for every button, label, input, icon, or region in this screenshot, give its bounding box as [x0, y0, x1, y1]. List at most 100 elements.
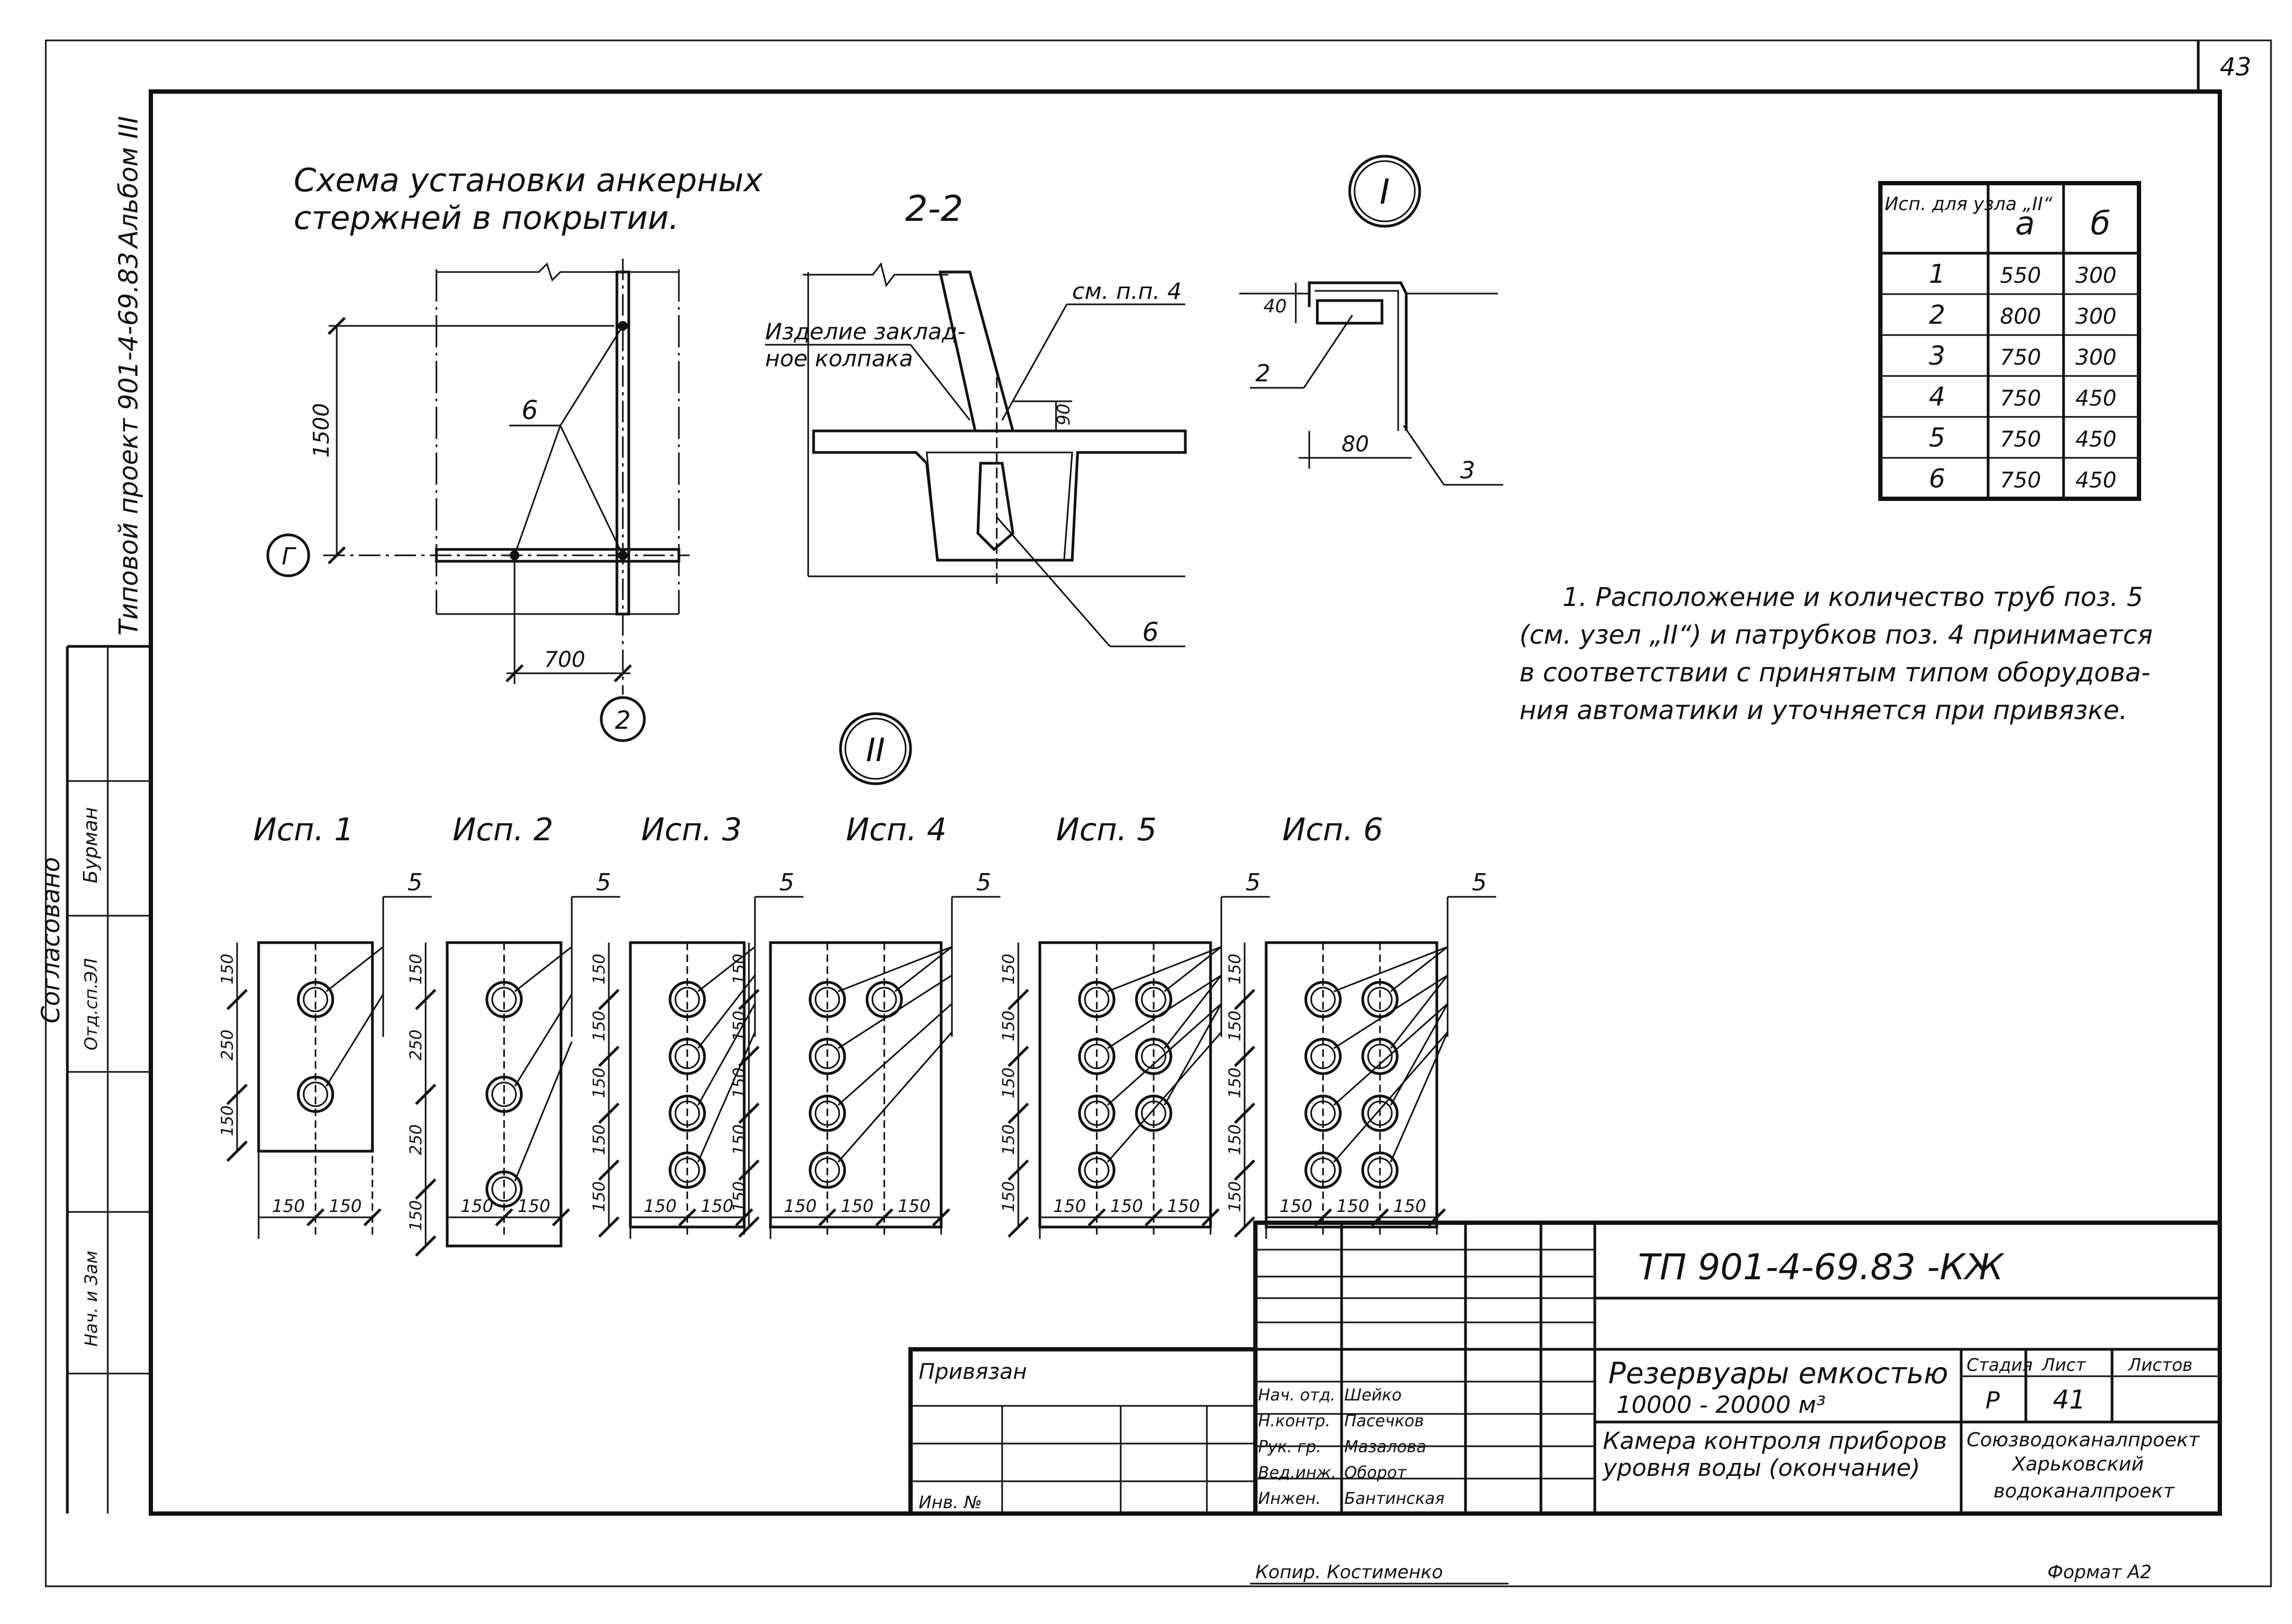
dim-h: 150: [517, 1196, 550, 1216]
node-2: II: [839, 712, 912, 785]
object-line-2: 10000 - 20000 м³: [1616, 1391, 1826, 1419]
axis-label-2: 2: [615, 706, 630, 735]
dim-v: 150: [407, 954, 426, 985]
dim-h: 150: [644, 1196, 677, 1216]
leader: [697, 946, 756, 992]
note-block: 1. Расположение и количество труб поз. 5…: [1519, 582, 2152, 726]
dim-tick: [1008, 1046, 1029, 1067]
dim-h: 150: [841, 1196, 873, 1216]
staff-role: Рук. гр.: [1258, 1438, 1321, 1456]
pipe-hole-inner: [1310, 987, 1336, 1013]
leader: [559, 425, 624, 556]
hood-profile: [1308, 281, 1408, 431]
dim-tick: [738, 1046, 760, 1067]
dim-tick: [598, 1103, 620, 1124]
dim-1500: 1500: [309, 403, 334, 458]
leader: [1164, 974, 1222, 1049]
slab-section: [812, 429, 1187, 562]
leader: [837, 1031, 953, 1163]
dim-v: 150: [999, 1181, 1018, 1212]
pipe-hole-inner: [871, 987, 897, 1013]
node-marker-label: II: [866, 731, 885, 769]
dim-tick: [738, 988, 760, 1010]
dim-tick: [328, 317, 346, 335]
note-line: ния автоматики и уточняется при привязке…: [1519, 695, 2128, 726]
staff-name: Мазалова: [1344, 1438, 1426, 1456]
dim-tick: [226, 988, 248, 1010]
anchor-plug: [976, 462, 1015, 552]
leader: [1333, 946, 1448, 992]
album-vertical: Альбом III: [114, 116, 144, 249]
pos-label: 5: [596, 869, 611, 896]
dim-v: 150: [730, 1124, 749, 1155]
leader: [513, 425, 561, 556]
approved-row: Бурман: [80, 807, 102, 883]
variant-title: Исп. 1: [253, 811, 354, 848]
dim-v: 250: [407, 1124, 426, 1155]
break-line: [803, 262, 948, 288]
dim-tick: [328, 546, 346, 564]
leader: [1402, 425, 1445, 485]
dim-tick: [495, 1208, 513, 1226]
leader: [1390, 974, 1448, 1049]
pos-label: 5: [1246, 869, 1261, 896]
staff-role: Вед.инж.: [1258, 1463, 1336, 1482]
dim-v: 150: [407, 1200, 426, 1231]
sheet-title-1: Камера контроля приборов: [1603, 1427, 1947, 1455]
table-cell: 450: [2075, 386, 2116, 411]
dim-h: 150: [1280, 1196, 1312, 1216]
table-cell: 750: [2000, 386, 2041, 411]
dim-v: 150: [730, 1068, 749, 1098]
dim-tick: [598, 1216, 620, 1238]
dim-tick: [306, 1208, 325, 1226]
dim-tick: [415, 988, 436, 1010]
pipe-hole: [1304, 1151, 1342, 1189]
label-2: 2: [1255, 360, 1270, 387]
dim-tick: [875, 1208, 893, 1226]
dim-v: 150: [999, 1010, 1018, 1041]
node-marker-1: [1348, 155, 1421, 228]
dim-tick: [1144, 1208, 1163, 1226]
table-cell: 6: [1929, 464, 1946, 494]
sheet-value: 41: [2053, 1385, 2086, 1415]
dim-tick: [363, 1208, 381, 1226]
approved-row: Нач. и Зам: [81, 1251, 101, 1347]
table-cell: 750: [2000, 427, 2041, 452]
dim-tick: [678, 1208, 697, 1226]
dim-tick: [552, 1208, 570, 1226]
anchor-scheme: Схема установки анкерных стержней в покр…: [266, 162, 763, 742]
dim-h: 150: [461, 1196, 494, 1216]
dim-tick: [1234, 1103, 1255, 1124]
node-marker-2-inner: [844, 717, 907, 780]
dim-v: 250: [218, 1029, 237, 1060]
variant-plate: [257, 941, 374, 1153]
leader: [697, 1003, 756, 1106]
pos-label: 5: [407, 869, 422, 896]
label-3: 3: [1460, 457, 1475, 484]
dim-tick: [415, 1235, 436, 1257]
object-line-1: Резервуары емкостью: [1608, 1356, 1948, 1390]
pos-label: 5: [1472, 869, 1487, 896]
ref-label: см. п.п. 4: [1072, 278, 1182, 304]
table-cell: 5: [1929, 423, 1946, 453]
dim-h: 150: [329, 1196, 362, 1216]
dim-tick: [598, 1046, 620, 1067]
note-line: 1. Расположение и количество труб поз. 5: [1562, 582, 2143, 612]
pipe-hole: [1078, 1095, 1116, 1132]
leader: [909, 344, 971, 421]
pipe-hole: [1078, 1151, 1116, 1189]
leader: [325, 946, 384, 992]
dim-h: 150: [272, 1196, 305, 1216]
dim-tick: [505, 664, 524, 682]
dim-h: 150: [1167, 1196, 1200, 1216]
pipe-hole: [1361, 1095, 1399, 1132]
leader: [1107, 1031, 1222, 1163]
anchor-title-1: Схема установки анкерных: [294, 162, 763, 199]
variant-title: Исп. 4: [846, 811, 947, 848]
dim-v: 150: [590, 954, 609, 985]
dim-tick: [738, 1216, 760, 1238]
variant-title: Исп. 3: [641, 811, 742, 848]
pos-label: 5: [976, 869, 991, 896]
dim-v: 150: [218, 1105, 237, 1136]
